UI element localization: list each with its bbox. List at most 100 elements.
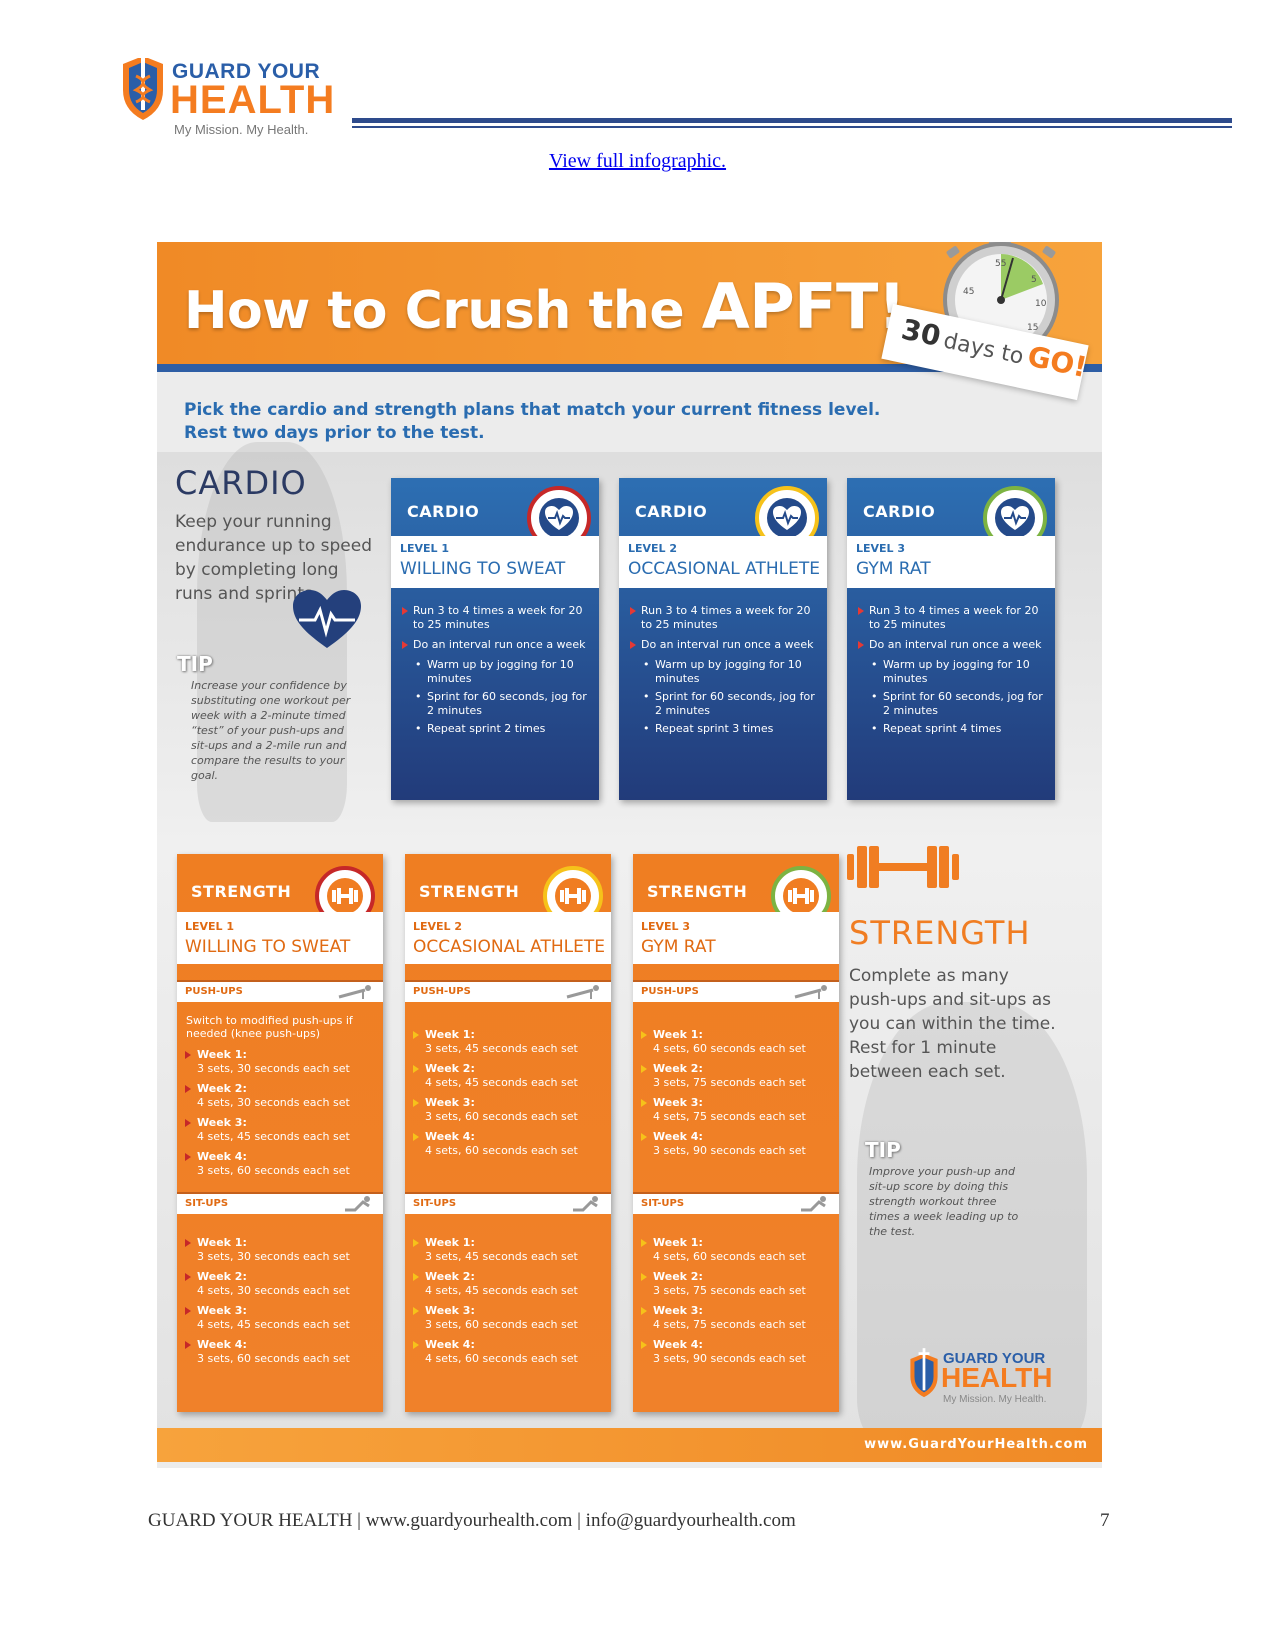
heart-icon — [1001, 506, 1029, 530]
list-item: Sprint for 60 seconds, jog for 2 minutes — [401, 690, 591, 718]
week-label: Week 1: — [653, 1028, 703, 1041]
week-detail: 3 sets, 90 seconds each set — [653, 1352, 806, 1365]
card-level-name: WILLING TO SWEAT — [185, 937, 351, 957]
week-detail: 4 sets, 30 seconds each set — [197, 1096, 350, 1109]
strength-tip-text: Improve your push-up and sit-up score by… — [869, 1165, 1019, 1238]
card-level: LEVEL 3 — [856, 542, 906, 555]
situps-bar: SIT-UPS — [633, 1192, 839, 1214]
title-highlight: APFT! — [701, 270, 906, 343]
week-item: Week 4:3 sets, 90 seconds each set — [641, 1130, 835, 1158]
card-label: STRENGTH — [647, 882, 748, 901]
apft-infographic: How to Crush the APFT! 55 5 10 15 45 30 … — [157, 242, 1102, 1468]
week-label: Week 4: — [425, 1130, 475, 1143]
week-item: Week 3:4 sets, 45 seconds each set — [185, 1304, 379, 1332]
week-detail: 4 sets, 75 seconds each set — [653, 1110, 806, 1123]
intro-line1: Pick the cardio and strength plans that … — [184, 400, 881, 420]
cardio-tip-heading: TIP — [177, 652, 213, 676]
week-item: Week 1:3 sets, 45 seconds each set — [413, 1236, 607, 1264]
card-level: LEVEL 1 — [185, 920, 235, 933]
stopwatch-num-45: 45 — [963, 287, 974, 297]
view-infographic-link[interactable]: View full infographic. — [548, 150, 727, 172]
week-detail: 4 sets, 60 seconds each set — [653, 1250, 806, 1263]
week-label: Week 4: — [197, 1150, 247, 1163]
week-label: Week 1: — [197, 1048, 247, 1061]
badge-middle: days to — [941, 328, 1026, 370]
week-item: Week 4:4 sets, 60 seconds each set — [413, 1338, 607, 1366]
cardio-plan-list: Run 3 to 4 times a week for 20 to 25 min… — [629, 604, 819, 740]
week-item: Week 2:4 sets, 45 seconds each set — [413, 1062, 607, 1090]
pushups-label: PUSH-UPS — [641, 986, 699, 997]
week-item: Week 1:4 sets, 60 seconds each set — [641, 1028, 835, 1056]
strength-description: Complete as many push-ups and sit-ups as… — [849, 966, 1056, 1082]
list-item: Repeat sprint 2 times — [401, 722, 591, 736]
week-item: Week 2:4 sets, 30 seconds each set — [185, 1082, 379, 1110]
week-label: Week 3: — [653, 1096, 703, 1109]
list-item: Run 3 to 4 times a week for 20 to 25 min… — [857, 604, 1047, 632]
week-label: Week 1: — [425, 1236, 475, 1249]
infographic-title: How to Crush the APFT! — [184, 270, 906, 343]
list-item: Repeat sprint 4 times — [857, 722, 1047, 736]
week-item: Week 1:4 sets, 60 seconds each set — [641, 1236, 835, 1264]
week-detail: 3 sets, 75 seconds each set — [653, 1076, 806, 1089]
card-label: STRENGTH — [191, 882, 292, 901]
week-detail: 3 sets, 30 seconds each set — [197, 1250, 350, 1263]
week-item: Week 3:3 sets, 60 seconds each set — [413, 1096, 607, 1124]
list-item: Run 3 to 4 times a week for 20 to 25 min… — [401, 604, 591, 632]
cardio-description: Keep your running endurance up to speed … — [175, 512, 372, 604]
situps-bar: SIT-UPS — [405, 1192, 611, 1214]
heart-icon — [773, 506, 801, 530]
page-footer: GUARD YOUR HEALTH | www.guardyourhealth.… — [148, 1510, 796, 1531]
week-item: Week 3:3 sets, 60 seconds each set — [413, 1304, 607, 1332]
banner-strip — [157, 364, 1102, 372]
week-item: Week 1:3 sets, 30 seconds each set — [185, 1236, 379, 1264]
cardio-heading: CARDIO — [175, 464, 307, 502]
dumbbell-icon — [560, 888, 586, 904]
card-level: LEVEL 2 — [413, 920, 463, 933]
week-label: Week 4: — [425, 1338, 475, 1351]
intro-line2: Rest two days prior to the test. — [184, 423, 485, 443]
week-item: Week 4:3 sets, 60 seconds each set — [185, 1338, 379, 1366]
week-detail: 4 sets, 60 seconds each set — [425, 1144, 578, 1157]
week-label: Week 2: — [653, 1270, 703, 1283]
week-item: Week 2:3 sets, 75 seconds each set — [641, 1062, 835, 1090]
week-label: Week 1: — [425, 1028, 475, 1041]
header-logo: GUARD YOUR HEALTH My Mission. My Health. — [118, 46, 348, 138]
stopwatch-num-5: 5 — [1031, 275, 1037, 285]
situp-icon — [573, 1196, 598, 1212]
situp-icon — [801, 1196, 826, 1212]
card-level-name: GYM RAT — [641, 937, 716, 957]
strength-heading: STRENGTH — [849, 914, 1031, 952]
week-detail: 4 sets, 45 seconds each set — [197, 1318, 350, 1331]
list-item: Warm up by jogging for 10 minutes — [857, 658, 1047, 686]
heart-icon — [293, 590, 361, 648]
week-detail: 3 sets, 60 seconds each set — [197, 1164, 350, 1177]
stopwatch-num-10: 10 — [1035, 299, 1047, 309]
week-item: Week 1:3 sets, 45 seconds each set — [413, 1028, 607, 1056]
card-level-name: GYM RAT — [856, 559, 931, 579]
pushup-icon — [338, 985, 371, 999]
week-label: Week 4: — [653, 1338, 703, 1351]
pushup-icon — [566, 985, 599, 999]
week-item: Week 3:4 sets, 75 seconds each set — [641, 1096, 835, 1124]
week-detail: 4 sets, 30 seconds each set — [197, 1284, 350, 1297]
stopwatch-num-15: 15 — [1027, 323, 1038, 333]
dumbbell-icon — [847, 846, 959, 888]
header-rule — [352, 118, 1232, 128]
card-level-name: WILLING TO SWEAT — [400, 559, 566, 579]
week-detail: 3 sets, 60 seconds each set — [425, 1110, 578, 1123]
logo-line2: HEALTH — [170, 78, 336, 122]
list-item: Run 3 to 4 times a week for 20 to 25 min… — [629, 604, 819, 632]
week-detail: 3 sets, 60 seconds each set — [425, 1318, 578, 1331]
page-number: 7 — [1100, 1510, 1110, 1531]
cardio-plan-list: Run 3 to 4 times a week for 20 to 25 min… — [401, 604, 591, 740]
week-detail: 3 sets, 75 seconds each set — [653, 1284, 806, 1297]
title-prefix: How to Crush the — [184, 281, 702, 341]
week-detail: 3 sets, 30 seconds each set — [197, 1062, 350, 1075]
week-label: Week 3: — [425, 1304, 475, 1317]
athlete-silhouette — [857, 1002, 1087, 1442]
week-label: Week 3: — [425, 1096, 475, 1109]
list-item: Repeat sprint 3 times — [629, 722, 819, 736]
